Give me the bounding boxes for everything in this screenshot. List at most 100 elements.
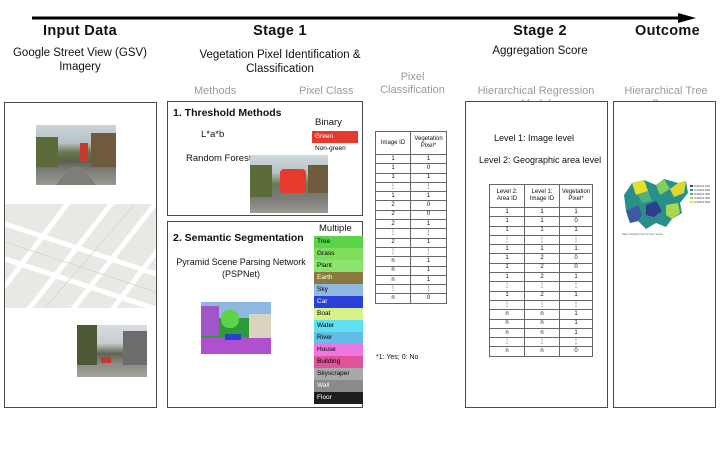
level2-label: Level 2: Geographic area level bbox=[479, 155, 602, 165]
table-cell: 1 bbox=[375, 191, 411, 202]
table-cell: 1 bbox=[559, 244, 593, 255]
table-cell: 2 bbox=[375, 200, 411, 211]
table-row: ⋮⋮⋮ bbox=[489, 299, 593, 311]
table-cell: ⋮ bbox=[559, 299, 593, 311]
class-water: Water bbox=[314, 320, 363, 332]
table-cell: ⋮ bbox=[375, 228, 411, 239]
table-cell: 2 bbox=[524, 272, 560, 283]
pixel-classification-title: Pixel Classification bbox=[370, 71, 455, 97]
table-cell: 1 bbox=[524, 216, 560, 227]
table-cell: 1 bbox=[410, 153, 447, 165]
legend-2: 0.200-0.300 bbox=[694, 192, 710, 196]
legend-3: 0.300-0.400 bbox=[694, 196, 710, 200]
table-cell: 2 bbox=[375, 237, 411, 248]
table-cell: ⋮ bbox=[375, 181, 411, 193]
table-cell: 0 bbox=[559, 262, 593, 274]
input-subtitle-line-1: Google Street View (GSV) bbox=[12, 47, 147, 59]
table-cell: 0 bbox=[559, 346, 593, 357]
method-random-forest: Random Forest bbox=[186, 153, 252, 164]
table-cell: 2 bbox=[524, 253, 560, 264]
stage1-subtitle-line-2: Classification bbox=[246, 63, 314, 75]
table-row: ⋮⋮⋮ bbox=[489, 281, 593, 292]
table-cell: ⋮ bbox=[489, 299, 525, 311]
stage2-title: Stage 2 bbox=[513, 23, 567, 39]
h-header-area-id: Level 2: Area ID bbox=[489, 184, 525, 208]
table-cell: 1 bbox=[375, 172, 411, 183]
table-cell: n bbox=[489, 318, 525, 329]
stage1-title: Stage 1 bbox=[253, 23, 307, 39]
stage2-subtitle: Aggregation Score bbox=[492, 45, 588, 57]
table-cell: 0 bbox=[559, 253, 593, 264]
input-data-title: Input Data bbox=[43, 23, 117, 39]
class-building: Building bbox=[314, 356, 363, 368]
table-cell: ⋮ bbox=[375, 284, 411, 295]
binary-label: Binary bbox=[315, 117, 342, 128]
method-lab: L*a*b bbox=[201, 129, 225, 140]
pspnet-line-2: (PSPNet) bbox=[221, 269, 260, 279]
table-cell: 0 bbox=[410, 200, 447, 211]
table-cell: 2 bbox=[375, 219, 411, 230]
segmentation-image bbox=[201, 302, 271, 354]
class-tree: Tree bbox=[314, 236, 363, 248]
table-cell: 1 bbox=[489, 206, 525, 218]
class-floor: Floor bbox=[314, 392, 363, 404]
table-cell: ⋮ bbox=[559, 337, 593, 348]
table-cell: ⋮ bbox=[559, 234, 593, 246]
timeline-arrow bbox=[32, 10, 702, 23]
class-wall: Wall bbox=[314, 380, 363, 392]
class-earth: Earth bbox=[314, 272, 363, 284]
table-cell: n bbox=[375, 256, 411, 267]
table-cell: ⋮ bbox=[489, 337, 525, 348]
table-cell: 0 bbox=[410, 163, 447, 174]
table-cell: 1 bbox=[375, 163, 411, 174]
class-river: River bbox=[314, 332, 363, 344]
table-cell: 1 bbox=[489, 244, 525, 255]
table-cell: ⋮ bbox=[524, 299, 560, 311]
table-cell: 1 bbox=[410, 191, 447, 202]
h-header-vegetation: Vegetation Pixel* bbox=[559, 184, 593, 208]
table-cell: n bbox=[375, 265, 411, 276]
table-cell: ⋮ bbox=[559, 281, 593, 292]
input-data-subtitle: Google Street View (GSV) Imagery bbox=[5, 46, 155, 74]
table-row: ⋮⋮ bbox=[375, 284, 447, 295]
table-cell: 1 bbox=[410, 172, 447, 183]
table-cell: 1 bbox=[559, 225, 593, 236]
table-cell: 1 bbox=[559, 327, 593, 339]
table-cell: 1 bbox=[489, 253, 525, 264]
table-cell: ⋮ bbox=[489, 281, 525, 292]
table-cell: ⋮ bbox=[524, 234, 560, 246]
table-cell: 1 bbox=[489, 225, 525, 236]
table-cell: 1 bbox=[559, 309, 593, 320]
table-cell: ⋮ bbox=[410, 228, 447, 239]
table-cell: n bbox=[375, 274, 411, 286]
class-skyscraper: Skyscraper bbox=[314, 368, 363, 380]
table-cell: ⋮ bbox=[375, 246, 411, 258]
table-cell: n bbox=[375, 293, 411, 304]
tree-score-map: 0.000-0.100 0.100-0.200 0.200-0.300 0.30… bbox=[624, 179, 710, 229]
table-cell: 1 bbox=[559, 272, 593, 283]
table-cell: n bbox=[489, 327, 525, 339]
table-cell: 1 bbox=[559, 206, 593, 218]
input-subtitle-line-2: Imagery bbox=[59, 61, 101, 73]
pixel-header-vegetation: Vegetation Pixel* bbox=[410, 131, 447, 155]
table-cell: ⋮ bbox=[410, 246, 447, 258]
class-sky: Sky bbox=[314, 284, 363, 296]
class-house: House bbox=[314, 344, 363, 356]
classified-photo bbox=[250, 155, 328, 213]
